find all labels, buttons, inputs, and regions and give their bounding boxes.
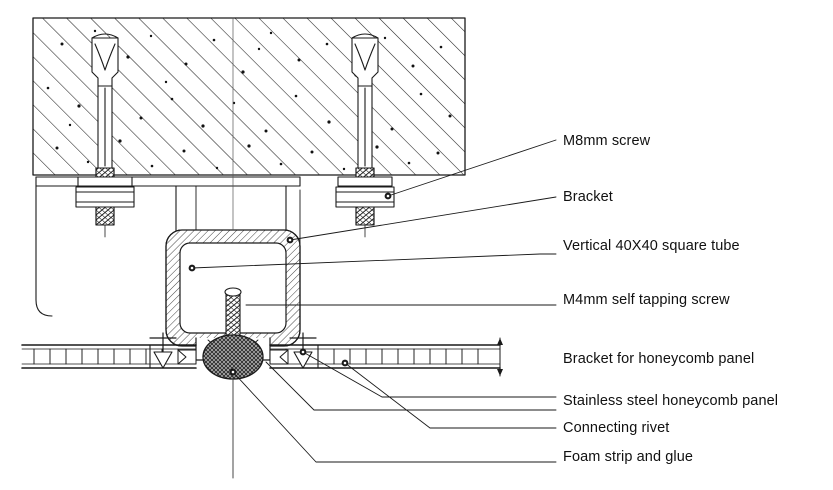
callout-label-self-tap-screw: M4mm self tapping screw bbox=[563, 292, 730, 308]
callout-label-honeycomb-panel: Stainless steel honeycomb panel bbox=[563, 393, 779, 409]
panel-thickness-dimension bbox=[486, 337, 503, 377]
leader-lines bbox=[188, 139, 557, 463]
joint-rivet-wings bbox=[177, 349, 289, 365]
honeycomb-panel-right bbox=[269, 344, 501, 369]
honeycomb-panel-left bbox=[21, 344, 197, 369]
callout-label-m8-screw: M8mm screw bbox=[563, 133, 651, 149]
callout-label-square-tube: Vertical 40X40 square tube bbox=[563, 238, 740, 254]
callout-label-foam-strip: Foam strip and glue bbox=[563, 449, 694, 465]
connecting-rivet-left bbox=[149, 332, 177, 369]
callout-label-panel-bracket: Bracket for honeycomb panel bbox=[563, 351, 755, 367]
callout-label-bracket: Bracket bbox=[563, 189, 613, 205]
expansion-anchor-bolt-right bbox=[335, 33, 395, 238]
callout-label-connecting-rivet: Connecting rivet bbox=[563, 420, 670, 436]
